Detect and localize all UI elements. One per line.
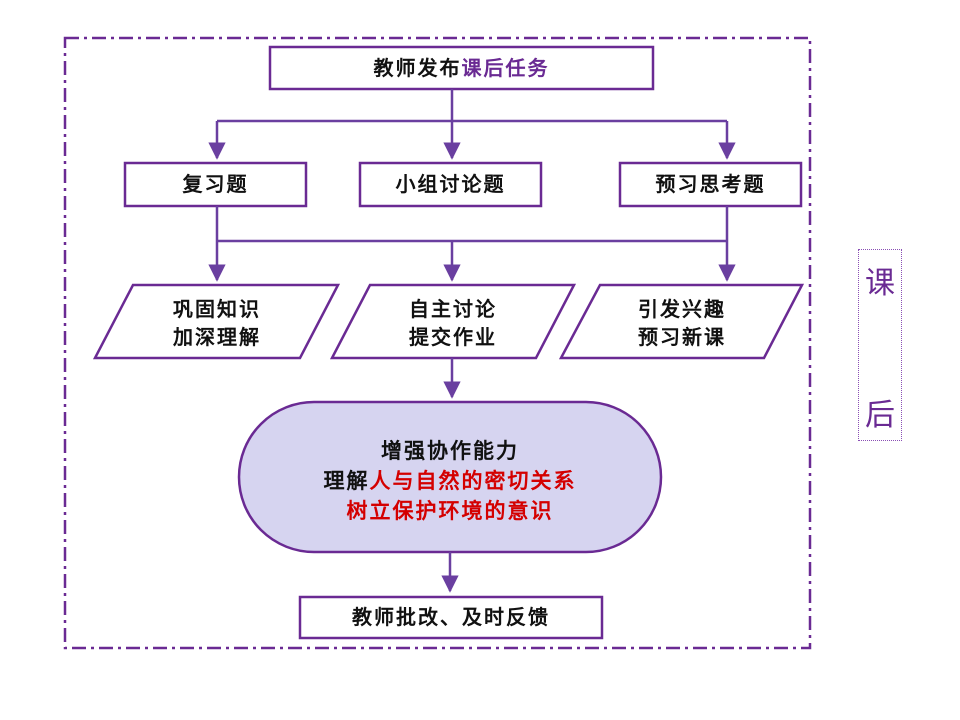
task-label-preview: 预习思考题	[655, 172, 766, 196]
side-label-char-2: 后	[865, 398, 895, 433]
top-highlight: 课后任务	[461, 56, 550, 80]
top-prefix: 教师发布	[373, 56, 462, 80]
task-label-discussion: 小组讨论题	[395, 172, 506, 196]
outcome-3-line2: 预习新课	[638, 325, 726, 349]
feedback-text: 教师批改、及时反馈	[352, 605, 550, 629]
feedback-box	[298, 595, 604, 640]
outcome-1-line1: 巩固知识	[173, 297, 261, 321]
outcome-parallelogram-2	[329, 283, 577, 360]
task-box-preview	[618, 161, 803, 208]
outer-dashed-frame	[63, 36, 812, 650]
outcome-text-3: 引发兴趣 预习新课	[582, 295, 782, 351]
middle-connectors	[208, 206, 736, 282]
task-box-review	[123, 161, 308, 208]
outcome-parallelogram-1	[92, 283, 341, 360]
goal-line2: 理解人与自然的密切关系	[239, 466, 661, 496]
outcome-1-line2: 加深理解	[173, 325, 261, 349]
outcome-3-line1: 引发兴趣	[638, 297, 726, 321]
goal-line2-highlight: 人与自然的密切关系	[369, 469, 577, 493]
task-label-review: 复习题	[182, 172, 249, 196]
goal-line2-prefix: 理解	[323, 469, 370, 493]
outcome-parallelogram-3	[558, 283, 805, 360]
outcome-2-line2: 提交作业	[409, 325, 497, 349]
outcome-text-2: 自主讨论 提交作业	[353, 295, 553, 351]
goal-line3: 树立保护环境的意识	[346, 499, 554, 523]
side-label-box: 课 后	[858, 249, 902, 441]
top-box	[268, 45, 655, 91]
goal-text: 增强协作能力 理解人与自然的密切关系 树立保护环境的意识	[239, 436, 661, 526]
top-box-text: 教师发布课后任务	[270, 55, 653, 81]
top-connectors	[208, 89, 736, 160]
task-box-discussion	[358, 161, 543, 208]
outcome-text-1: 巩固知识 加深理解	[117, 295, 317, 351]
goal-line1: 增强协作能力	[381, 439, 519, 463]
side-label-char-1: 课	[865, 266, 895, 301]
outcome-2-line1: 自主讨论	[409, 297, 497, 321]
